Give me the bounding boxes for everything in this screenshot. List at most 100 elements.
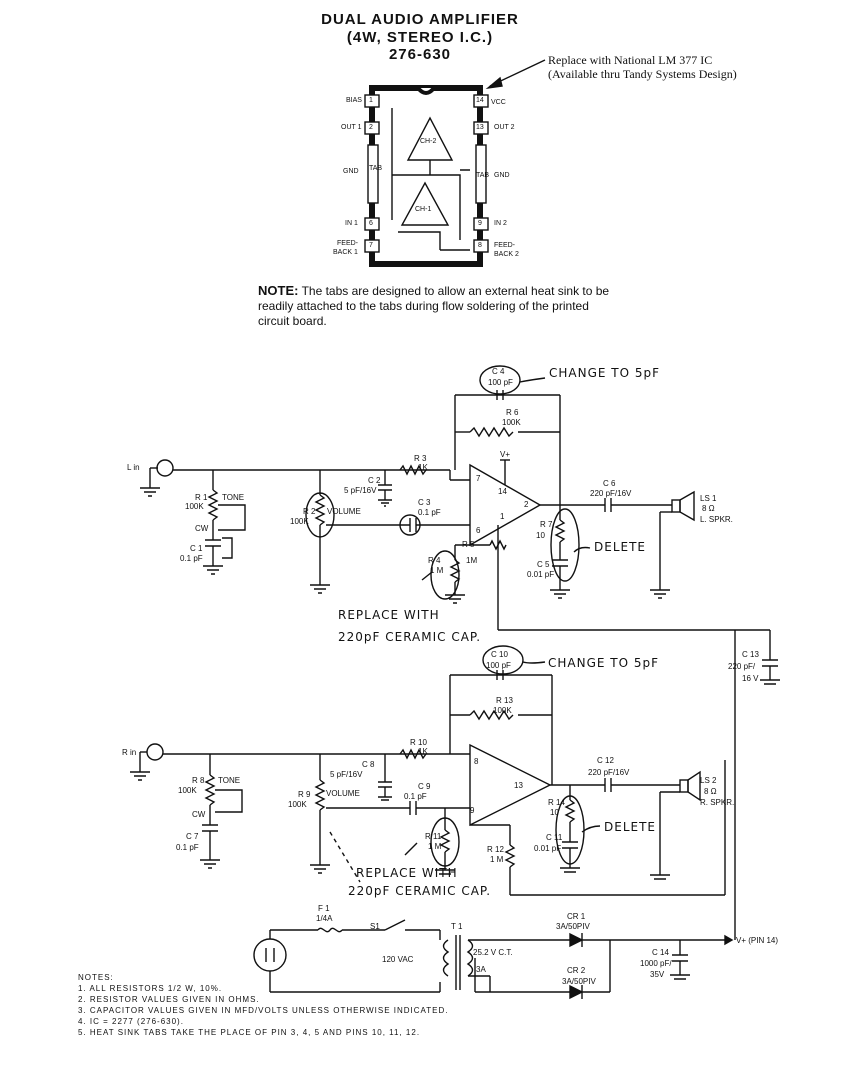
- c5-label: C 5: [537, 560, 550, 569]
- r12-label: R 12: [487, 845, 504, 854]
- r3-label: R 3: [414, 454, 427, 463]
- vout-label: V+ (PIN 14): [736, 936, 779, 945]
- r2-value: 100K: [290, 517, 309, 526]
- ch1-pin1: 1: [500, 512, 505, 521]
- c6-value: 220 pF/16V: [590, 489, 632, 498]
- circle-r11: [430, 817, 460, 867]
- c2-label: C 2: [368, 476, 381, 485]
- r9-label: R 9: [298, 790, 311, 799]
- c3-value: 0.1 pF: [418, 508, 441, 517]
- arrow-replace-2: [404, 842, 418, 856]
- c8-value: 5 pF/16V: [330, 770, 363, 779]
- ic-pin-13: 13: [476, 124, 484, 131]
- circle-c3: [399, 514, 421, 536]
- title-line-1: DUAL AUDIO AMPLIFIER: [321, 11, 519, 28]
- s1-label: S1: [370, 922, 380, 931]
- r6-value: 100K: [502, 418, 521, 427]
- arrow-delete-2: [581, 825, 601, 833]
- ic-package: [364, 85, 489, 267]
- ic-label-out2: OUT 2: [494, 124, 515, 131]
- note-item: 2. RESISTOR VALUES GIVEN IN OHMS.: [78, 995, 260, 1004]
- c9-label: C 9: [418, 782, 431, 791]
- f1-label: F 1: [318, 904, 330, 913]
- ic-label-feedback1-a: FEED-: [337, 240, 358, 247]
- cr2-label: CR 2: [567, 966, 586, 975]
- c7-value: 0.1 pF: [176, 843, 199, 852]
- ic-label-vcc: VCC: [491, 99, 506, 106]
- note-item: 4. IC = 2277 (276-630).: [78, 1017, 184, 1026]
- cr1-value: 3A/50PIV: [556, 922, 590, 931]
- arrow-c4: [519, 377, 546, 383]
- c10-value: 100 pF: [486, 661, 511, 670]
- circle-r4: [430, 550, 460, 600]
- r8-label: R 8: [192, 776, 205, 785]
- ic-pin-6: 6: [369, 220, 373, 227]
- c12-value: 220 pF/16V: [588, 768, 630, 777]
- c7-label: C 7: [186, 832, 199, 841]
- ls1-value: 8 Ω: [702, 504, 715, 513]
- note-label: NOTE:: [258, 283, 299, 298]
- arrow-delete-1: [573, 546, 591, 553]
- ch1-pin7: 7: [476, 474, 481, 483]
- cr1-label: CR 1: [567, 912, 586, 921]
- c13-voltage: 16 V: [742, 674, 759, 683]
- r1-label: R 1: [195, 493, 208, 502]
- channel-2-wiring: [130, 629, 780, 940]
- r8-cw: CW: [192, 810, 206, 819]
- hand-delete-2: DELETE: [604, 820, 657, 834]
- ic-pin-14: 14: [476, 97, 484, 104]
- t1-label: T 1: [451, 922, 463, 931]
- circle-c10: [482, 645, 524, 675]
- c2-value: 5 pF/16V: [344, 486, 377, 495]
- footnotes: NOTES: 1. ALL RESISTORS 1/2 W, 10%. 2. R…: [78, 972, 449, 1038]
- ic-label-gnd-left: GND: [343, 168, 359, 175]
- c13-value: 220 pF/: [728, 662, 756, 671]
- c1-value: 0.1 pF: [180, 554, 203, 563]
- ls1-spkr: L. SPKR.: [700, 515, 733, 524]
- r1-value: 100K: [185, 502, 204, 511]
- r1-cw: CW: [195, 524, 209, 533]
- c12-label: C 12: [597, 756, 614, 765]
- ls1-label: LS 1: [700, 494, 717, 503]
- ic-label-feedback2-b: BACK 2: [494, 251, 519, 258]
- ct-label: 25.2 V C.T.: [473, 948, 513, 957]
- arrow-replace-1: [421, 571, 433, 581]
- ls2-spkr: R. SPKR.: [700, 798, 735, 807]
- ls2-label: LS 2: [700, 776, 717, 785]
- r14-label: R 14: [548, 798, 565, 807]
- c14-voltage: 35V: [650, 970, 665, 979]
- ch1-input-label: L in: [127, 463, 140, 472]
- hand-replace-1-b: 220pF CERAMIC CAP.: [338, 630, 482, 644]
- ic-label-gnd-right: GND: [494, 172, 510, 179]
- ic-label-feedback1-b: BACK 1: [333, 249, 358, 256]
- r2-volume: VOLUME: [327, 507, 361, 516]
- amp-label: 3A: [476, 965, 486, 974]
- ch2-pin9: 9: [470, 806, 475, 815]
- arrow-c10: [522, 661, 546, 664]
- title-line-3: 276-630: [388, 46, 452, 63]
- r10-value: 1K: [418, 747, 428, 756]
- r4-value: 1 M: [430, 566, 444, 575]
- ic-ch2-label: CH-2: [420, 138, 437, 145]
- tab-note: NOTE: The tabs are designed to allow an …: [258, 283, 618, 329]
- r8-tone: TONE: [218, 776, 241, 785]
- ic-label-bias: BIAS: [346, 97, 362, 104]
- cr2-value: 3A/50PIV: [562, 977, 596, 986]
- note-text: The tabs are designed to allow an extern…: [258, 284, 610, 328]
- r8-value: 100K: [178, 786, 197, 795]
- opamp-2-symbol: [469, 743, 552, 827]
- replace-note-line-2: (Available thru Tandy Systems Design): [548, 67, 737, 81]
- c9-value: 0.1 pF: [404, 792, 427, 801]
- c5-value: 0.01 pF: [527, 570, 555, 579]
- ch1-vplus: V+: [500, 450, 511, 459]
- r6-label: R 6: [506, 408, 519, 417]
- r13-label: R 13: [496, 696, 513, 705]
- title-line-2: (4W, STEREO I.C.): [346, 29, 494, 46]
- ic-label-feedback2-a: FEED-: [494, 242, 515, 249]
- vac-label: 120 VAC: [382, 955, 414, 964]
- circle-r7-c5: [550, 508, 580, 582]
- c14-label: C 14: [652, 948, 669, 957]
- r10-label: R 10: [410, 738, 427, 747]
- c1-label: C 1: [190, 544, 203, 553]
- c11-value: 0.01 pF: [534, 844, 562, 853]
